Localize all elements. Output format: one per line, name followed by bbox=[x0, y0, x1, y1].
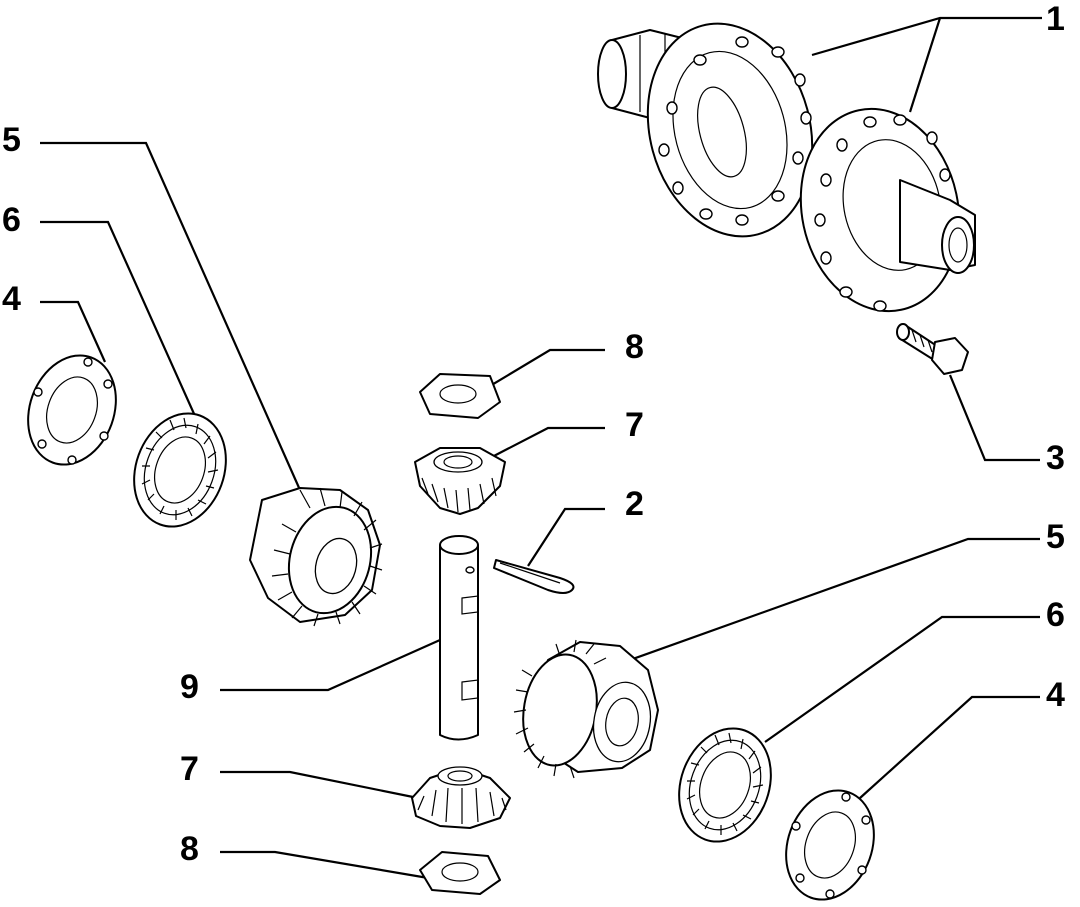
callout-6-left: 6 bbox=[2, 201, 21, 239]
differential-case-right-half bbox=[799, 107, 976, 313]
callout-5-left: 5 bbox=[2, 121, 21, 159]
callout-7-bottom: 7 bbox=[180, 750, 199, 788]
thrust-washer-right bbox=[785, 789, 875, 901]
side-gear-right bbox=[513, 639, 659, 779]
gear-teeth-left bbox=[271, 487, 383, 627]
pinion-gear-bottom bbox=[411, 766, 511, 829]
callout-7-top: 7 bbox=[625, 406, 644, 444]
pinion-gear-top bbox=[414, 447, 506, 515]
flange-bolt-holes-left bbox=[658, 36, 812, 226]
flange-bolt-holes-right bbox=[814, 114, 951, 312]
callout-3: 3 bbox=[1046, 439, 1065, 477]
leader-8-bottom bbox=[220, 850, 441, 882]
leader-4-right bbox=[859, 695, 1040, 799]
side-gear-left bbox=[249, 487, 383, 627]
differential-case-left-half bbox=[597, 22, 814, 238]
needle-bearing-right bbox=[678, 727, 772, 843]
needle-rollers-right bbox=[686, 732, 764, 835]
leader-3 bbox=[948, 374, 1040, 462]
leader-8-top bbox=[479, 348, 605, 393]
callout-2: 2 bbox=[625, 485, 644, 523]
leader-5-right bbox=[629, 537, 1040, 662]
callout-4-left: 4 bbox=[2, 280, 21, 318]
leader-9 bbox=[220, 638, 441, 692]
thrust-washer-left bbox=[27, 354, 117, 466]
leader-1 bbox=[811, 16, 1042, 57]
gear-teeth-right bbox=[513, 639, 607, 779]
callout-5-right: 5 bbox=[1046, 518, 1065, 556]
leader-lines bbox=[40, 16, 1042, 882]
callout-6-right: 6 bbox=[1046, 596, 1065, 634]
pinion-teeth-top bbox=[421, 477, 497, 513]
leader-5-left bbox=[40, 141, 302, 491]
leader-6-right bbox=[764, 615, 1040, 743]
pinion-washer-bottom bbox=[419, 851, 501, 895]
leader-2 bbox=[527, 507, 605, 567]
callout-4-right: 4 bbox=[1046, 676, 1065, 714]
needle-bearing-left bbox=[133, 412, 227, 528]
leader-7-top bbox=[489, 426, 605, 459]
pinion-washer-top bbox=[419, 373, 501, 419]
bolt bbox=[896, 323, 969, 375]
callout-9: 9 bbox=[180, 668, 199, 706]
leader-7-bottom bbox=[220, 770, 419, 800]
needle-rollers-left bbox=[141, 417, 219, 520]
pinion-shaft bbox=[439, 535, 479, 741]
leader-4-left bbox=[40, 300, 107, 363]
retaining-pin bbox=[493, 559, 575, 594]
pinion-teeth-bottom bbox=[417, 787, 507, 824]
callout-8-bottom: 8 bbox=[180, 830, 199, 868]
callout-1: 1 bbox=[1046, 0, 1065, 38]
callout-8-top: 8 bbox=[625, 328, 644, 366]
leader-6-left bbox=[40, 220, 197, 417]
leader-1b bbox=[908, 17, 942, 113]
